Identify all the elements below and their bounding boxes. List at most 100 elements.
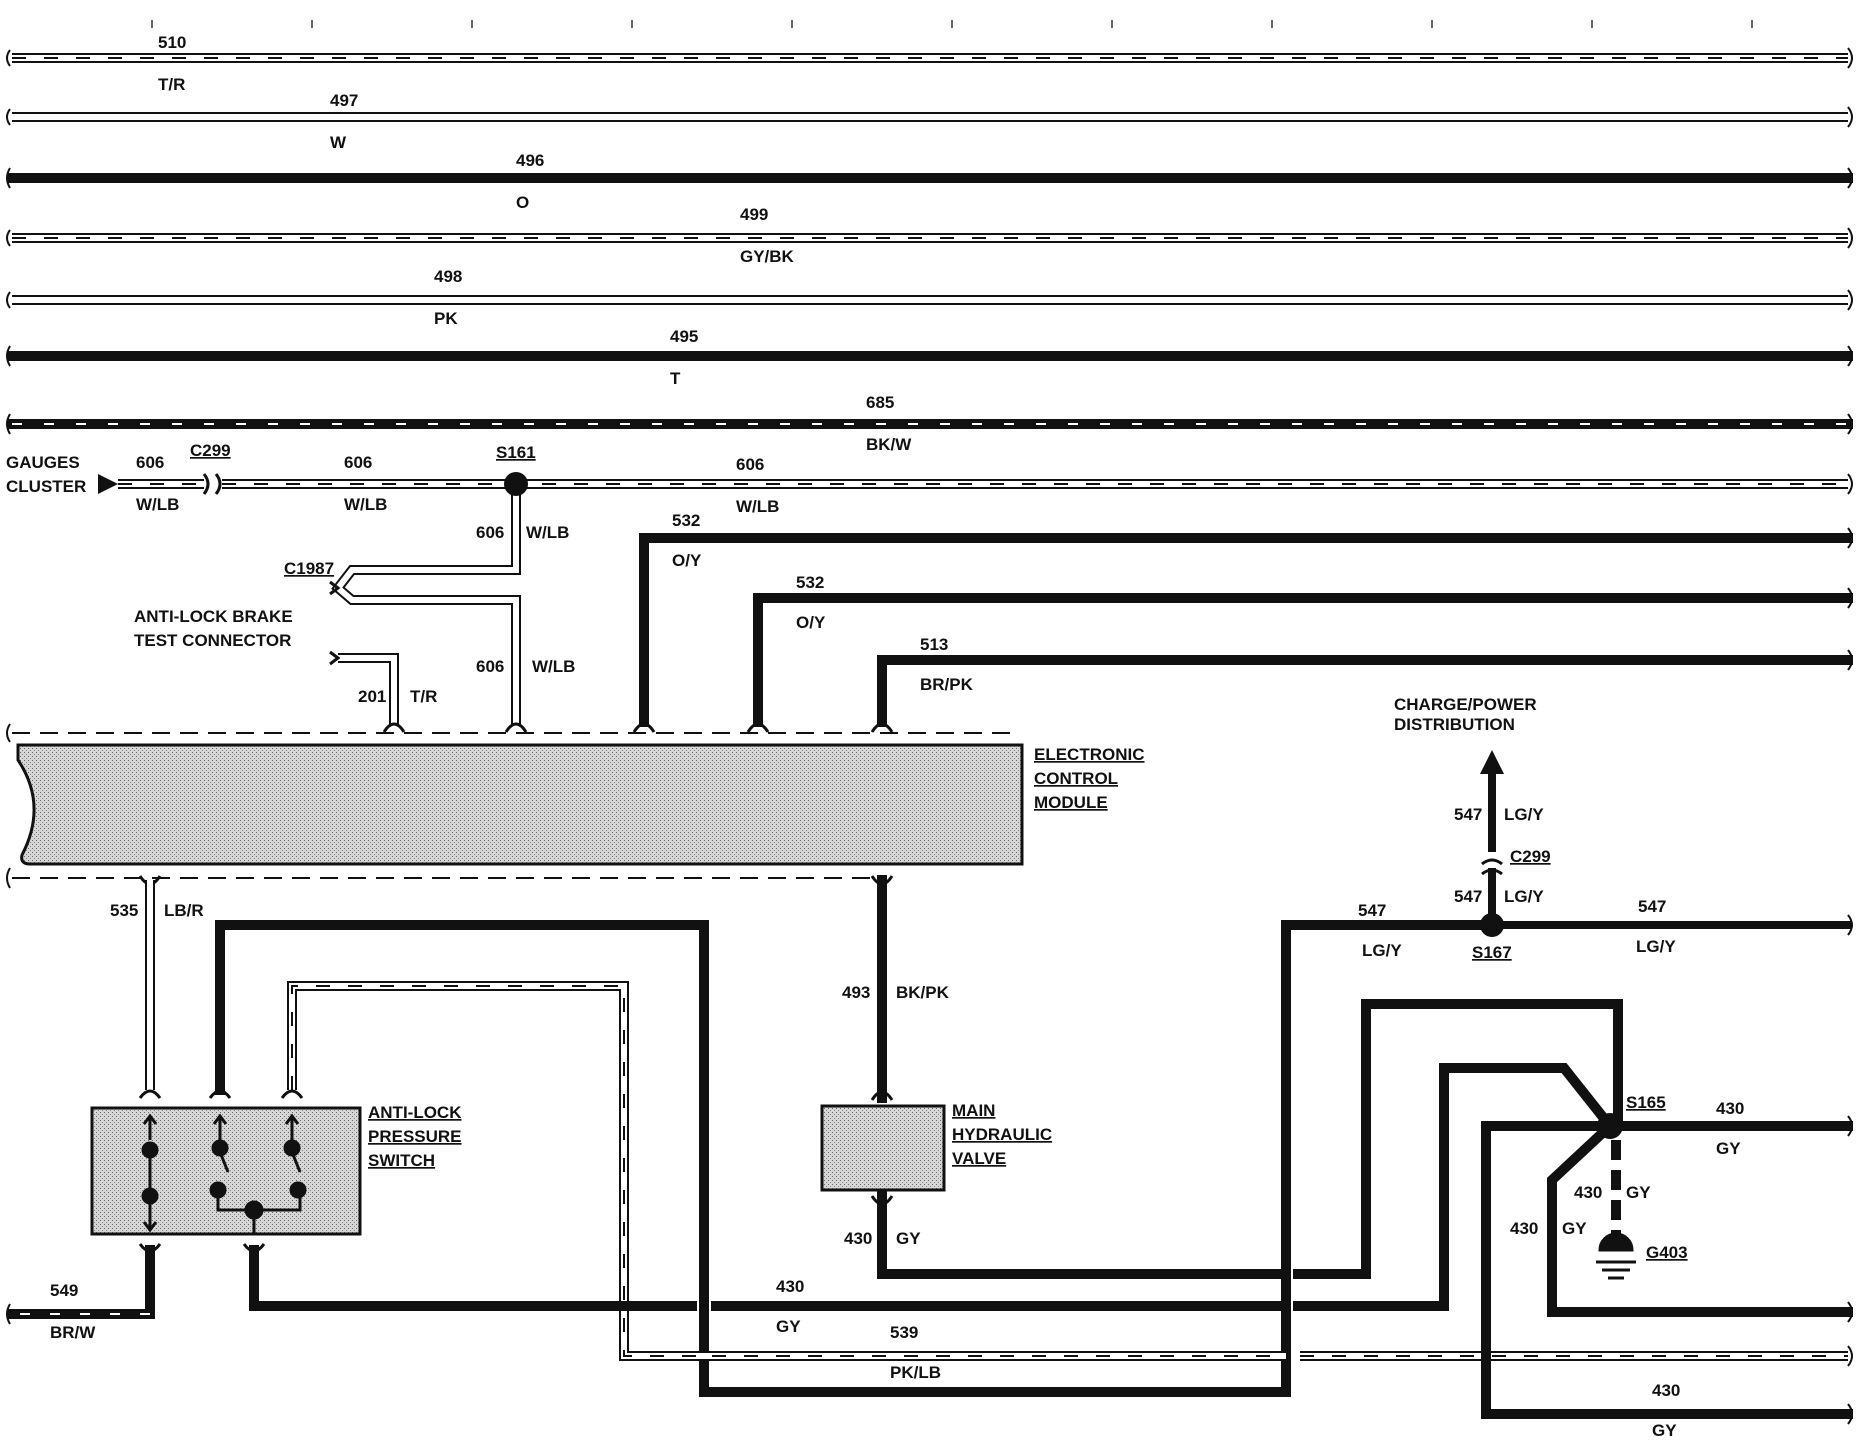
hydraulic-valve-label-2: HYDRAULIC [952,1125,1052,1144]
wire-430-color-e: GY [1562,1219,1587,1238]
wire-547-color-d: LG/Y [1636,937,1676,956]
wire-547-color-b: LG/Y [1504,887,1544,906]
wire-497-color: W [330,133,347,152]
wire-497-number: 497 [330,91,358,110]
wire-switch-loop-b [287,981,1848,1361]
wire-510-number: 510 [158,33,186,52]
connector-c299-label: C299 [190,441,231,460]
wire-430-main [249,1063,1618,1311]
ground-icon [1596,1232,1636,1280]
wire-430-number-a: 430 [844,1229,872,1248]
wire-430-number-e: 430 [1510,1219,1538,1238]
wire-606-color-b: W/LB [344,495,387,514]
wire-606-color-a: W/LB [136,495,179,514]
wire-430-number-f: 430 [1652,1381,1680,1400]
wire-430-number-c: 430 [1716,1099,1744,1118]
pressure-switch-label-3: SWITCH [368,1151,435,1170]
wire-430-color-f: GY [1652,1421,1677,1440]
ecm-dashed-outline [12,732,1020,879]
connector-c299b-label: C299 [1510,847,1551,866]
wire-430-number-d: 430 [1574,1183,1602,1202]
wire-532a [639,533,1853,727]
wire-606-number-a: 606 [136,453,164,472]
wire-539-number: 539 [890,1323,918,1342]
wire-539-color: PK/LB [890,1363,941,1382]
charge-power-label-1: CHARGE/POWER [1394,695,1537,714]
main-hydraulic-valve [820,1104,946,1192]
wire-end-marks [6,47,1853,1425]
wire-201-number: 201 [358,687,386,706]
pressure-switch-label-1: ANTI-LOCK [368,1103,462,1122]
electronic-control-module [16,743,1024,866]
wire-606-number-d: 606 [476,523,504,542]
wire-606-number-e: 606 [476,657,504,676]
splice-s165-dot [1597,1113,1623,1139]
test-connector-label-2: TEST CONNECTOR [134,631,291,650]
wire-606-number-b: 606 [344,453,372,472]
gauges-cluster-label-2: CLUSTER [6,477,86,496]
wire-510-color: T/R [158,75,185,94]
wire-547-number-b: 547 [1454,887,1482,906]
ground-g403-label: G403 [1646,1243,1688,1262]
splice-s165-label: S165 [1626,1093,1666,1112]
wire-547-number-a: 547 [1454,805,1482,824]
arrow-icon [98,474,118,494]
wire-532-number-a: 532 [672,511,700,530]
hydraulic-valve-label-1: MAIN [952,1101,995,1120]
wire-606-color-e: W/LB [532,657,575,676]
top-ticks [151,20,1753,28]
hydraulic-valve-label-3: VALVE [952,1149,1006,1168]
wire-532-color-b: O/Y [796,613,826,632]
splice-s167-dot [1480,913,1504,937]
wire-513 [877,655,1853,727]
wire-535-number: 535 [110,901,138,920]
wire-547-number-c: 547 [1358,901,1386,920]
splice-s161-dot [504,472,528,496]
charge-power-label-2: DISTRIBUTION [1394,715,1515,734]
wire-547-color-a: LG/Y [1504,805,1544,824]
pressure-switch-label-2: PRESSURE [368,1127,462,1146]
wire-498-number: 498 [434,267,462,286]
wire-493-color: BK/PK [896,983,950,1002]
wire-547-color-c: LG/Y [1362,941,1402,960]
wire-499-number: 499 [740,205,768,224]
arrow-up-icon [1480,750,1504,774]
wire-201 [338,653,399,725]
wire-430-gy-bottom [1481,1121,1853,1419]
ecm-label-2: CONTROL [1034,769,1118,788]
wire-549-number: 549 [50,1281,78,1300]
ecm-top-pins [382,722,894,733]
wire-606-number-c: 606 [736,455,764,474]
ecm-label-1: ELECTRONIC [1034,745,1145,764]
test-connector-symbol [329,580,341,666]
wire-606-color-d: W/LB [526,523,569,542]
connector-c299-symbol [202,473,222,495]
wire-535-color: LB/R [164,901,204,920]
wire-495-number: 495 [670,327,698,346]
wire-495-color: T [670,369,681,388]
wire-430-number-b: 430 [776,1277,804,1296]
wire-685-number: 685 [866,393,894,412]
wire-201-color: T/R [410,687,437,706]
splice-s161-label: S161 [496,443,536,462]
wire-549 [7,1245,155,1319]
wire-532-color-a: O/Y [672,551,702,570]
connector-c299b-symbol [1481,858,1503,876]
wire-430-valve [877,999,1623,1279]
wire-513-number: 513 [920,635,948,654]
splice-s167-label: S167 [1472,943,1512,962]
wire-496-number: 496 [516,151,544,170]
wire-430-color-a: GY [896,1229,921,1248]
wire-606-color-c: W/LB [736,497,779,516]
test-connector-label-1: ANTI-LOCK BRAKE [134,607,293,626]
wire-430-color-d: GY [1626,1183,1651,1202]
wire-430-color-b: GY [776,1317,801,1336]
wire-498-color: PK [434,309,458,328]
switch-contacts [138,1089,307,1253]
ecm-label-3: MODULE [1034,793,1108,812]
wire-430-color-c: GY [1716,1139,1741,1158]
wire-430-gy-lower [1547,1118,1853,1317]
wire-532b [753,593,1853,727]
connector-c1987-label: C1987 [284,559,334,578]
